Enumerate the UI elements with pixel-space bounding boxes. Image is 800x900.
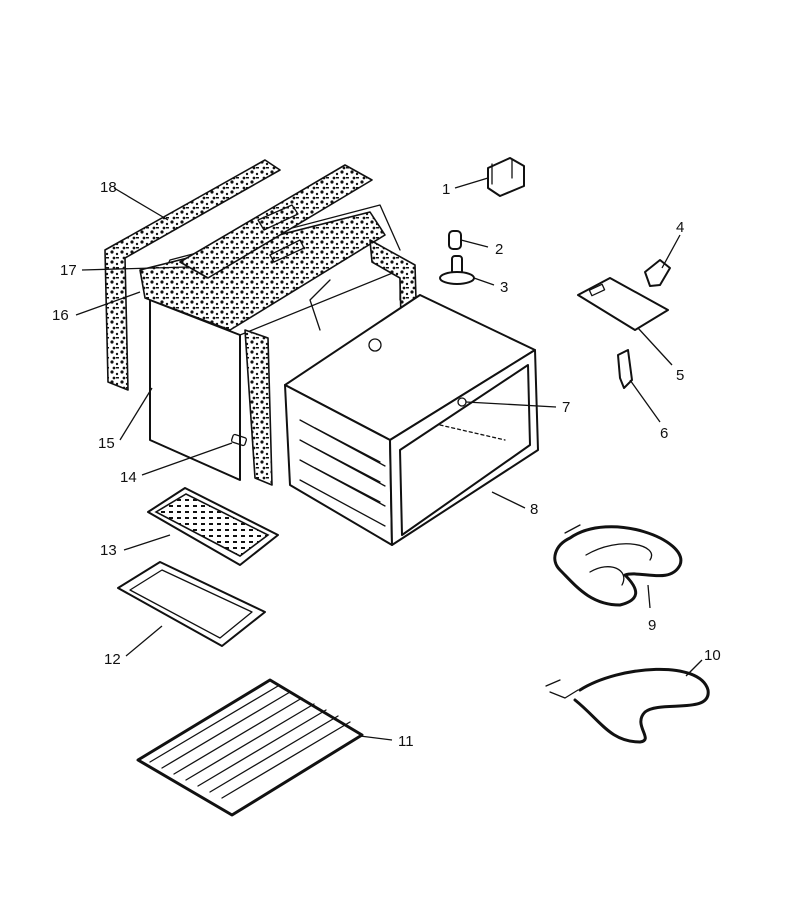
part-8-oven-cavity [284, 294, 539, 546]
label-12: 12 [104, 651, 121, 668]
label-2: 2 [495, 241, 503, 258]
label-11: 11 [398, 733, 414, 750]
part-1-bracket [487, 157, 525, 197]
label-9: 9 [648, 617, 656, 634]
part-labels: 1 2 3 4 5 6 7 8 9 10 11 12 13 14 15 16 1… [52, 179, 721, 750]
label-5: 5 [676, 367, 684, 384]
part-5-plate [577, 277, 669, 331]
label-4: 4 [676, 219, 684, 236]
part-13-broiler-grid [147, 487, 279, 566]
label-18: 18 [100, 179, 117, 196]
label-17: 17 [60, 262, 77, 279]
label-14: 14 [120, 469, 137, 486]
part-12-broiler-pan [117, 561, 266, 647]
part-2-pin [448, 230, 462, 250]
label-15: 15 [98, 435, 115, 452]
label-8: 8 [530, 501, 538, 518]
part-10-broil-element [545, 667, 710, 744]
part-14-slot [230, 433, 248, 447]
part-17-insulation-board [179, 164, 373, 279]
leader-lines [75, 177, 703, 741]
label-10: 10 [704, 647, 721, 664]
part-16-insulation-strip [139, 211, 386, 331]
part-4-clip [644, 259, 671, 287]
part-3-bolt [439, 255, 475, 285]
label-3: 3 [500, 279, 508, 296]
insulation-assembly [104, 159, 419, 486]
part-11-oven-rack [136, 678, 364, 817]
label-13: 13 [100, 542, 117, 559]
part-18-insulation-strip [104, 159, 281, 391]
label-16: 16 [52, 307, 69, 324]
label-6: 6 [660, 425, 668, 442]
label-1: 1 [442, 181, 450, 198]
part-9-bake-element [553, 524, 683, 607]
part-6-bracket [617, 349, 633, 389]
label-7: 7 [562, 399, 570, 416]
